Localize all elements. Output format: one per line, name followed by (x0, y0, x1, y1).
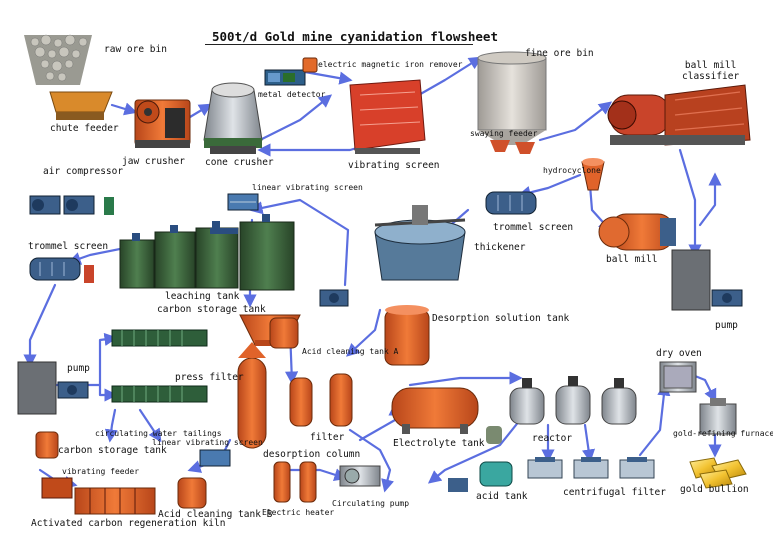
activated-carbon-regeneration-kiln-illustration (41, 477, 156, 515)
label-air-compressor: air compressor (43, 166, 124, 177)
label-ball-mill: ball mill (606, 254, 658, 265)
label-activated-carbon-regeneration-kiln: Activated carbon regeneration kiln (31, 518, 226, 529)
label-leaching-tank: leaching tank (165, 291, 240, 302)
label-electric-magnetic-iron-remover: electric magnetic iron remover (318, 60, 463, 69)
label-trommel-screen-right: trommel screen (493, 222, 574, 233)
label-thickener: thickener (474, 242, 526, 253)
label-press-filter: press filter (175, 372, 244, 383)
label-pump-right: pump (715, 320, 738, 331)
carbon-storage-tank-bottom-illustration (35, 431, 59, 459)
pump-right-illustration (671, 249, 743, 311)
label-gold-bullion: gold bullion (680, 484, 749, 495)
label-acid-tank: acid tank (476, 491, 528, 502)
label-cone-crusher: cone crusher (205, 157, 274, 168)
label-pump-left: pump (67, 363, 90, 374)
label-chute-feeder: chute feeder (50, 123, 119, 134)
label-tailings: tailings (183, 429, 222, 438)
gold-bullion-illustration (689, 457, 747, 489)
gold-refining-furnace-illustration (699, 398, 737, 435)
label-carbon-storage-tank-bottom: carbon storage tank (58, 445, 167, 456)
acid-cleaning-tank-b-illustration (177, 477, 207, 509)
label-swaying-feeder: swaying feeder (470, 129, 538, 138)
label-jaw-crusher: jaw crusher (122, 156, 185, 167)
electrolyte-tank-illustration (391, 387, 479, 434)
tailings-box-illustration (17, 361, 57, 415)
label-electrolyte-tank: Electrolyte tank (393, 438, 485, 449)
label-fine-ore-bin: fine ore bin (525, 48, 594, 59)
thickener-illustration (374, 205, 466, 281)
desorption-column-illustration (237, 342, 267, 449)
hydrocyclone-illustration (581, 158, 605, 191)
chute-feeder-illustration (49, 91, 113, 120)
press-filter-illustration (111, 329, 208, 403)
electric-heater-illustration (273, 461, 317, 503)
acid-cleaning-tank-a-illustration (269, 317, 299, 349)
swaying-feeder-illustration (490, 140, 535, 154)
label-trommel-screen-left: trommel screen (28, 241, 109, 252)
trommel-screen-left-illustration (29, 257, 94, 283)
pump-left-illustration (57, 381, 89, 399)
title-underline (205, 44, 473, 45)
ball-mill-classifier-illustration (607, 84, 751, 146)
fine-ore-bin-illustration (477, 51, 547, 145)
label-dry-oven: dry oven (656, 348, 702, 359)
label-filter: filter (310, 432, 345, 443)
label-reactor: reactor (532, 433, 573, 444)
label-carbon-storage-tank-top: carbon storage tank (157, 304, 266, 315)
metal-detector-illustration (264, 69, 306, 86)
label-centrifugal-filter: centrifugal filter (563, 487, 666, 498)
jaw-crusher-illustration (134, 99, 191, 148)
label-linear-vibrating-screen-top: linear vibrating screen (252, 183, 363, 192)
desorption-solution-tank-illustration (384, 305, 430, 366)
air-compressor-illustration (29, 195, 114, 215)
dry-oven-illustration (659, 361, 697, 393)
label-hydrocyclone: hydrocyclone (543, 166, 601, 175)
vibrating-screen-illustration (349, 79, 426, 154)
pump-center-illustration (319, 289, 349, 307)
linear-vibrating-screen-bottom-illustration (199, 449, 231, 467)
trommel-screen-right-illustration (485, 191, 537, 215)
leaching-tank-illustration (119, 214, 295, 291)
filter-illustration (289, 373, 353, 427)
label-acid-cleaning-tank-b: Acid cleaning tank B (158, 509, 273, 520)
reactor-illustration (509, 376, 637, 425)
label-vibrating-feeder: vibrating feeder (62, 467, 140, 476)
label-desorption-solution-tank: Desorption solution tank (432, 313, 570, 324)
acid-tank-illustration (448, 426, 513, 492)
label-gold-refining-furnace: gold-refining furnace (673, 429, 773, 438)
cone-crusher-illustration (203, 82, 263, 154)
label-raw-ore-bin: raw ore bin (104, 44, 167, 55)
circulating-pump-illustration (339, 465, 381, 487)
label-electric-heater: Electric heater (262, 508, 335, 517)
label-desorption-column: desorption column (263, 449, 361, 460)
ball-mill-illustration (598, 213, 676, 251)
label-ball-mill-classifier: ball mill classifier (682, 60, 740, 82)
linear-vibrating-screen-top-illustration (227, 193, 259, 211)
label-metal-detector: metal detector (258, 90, 326, 99)
electric-magnetic-iron-remover-illustration (302, 57, 318, 73)
diagram-title: 500t/d Gold mine cyanidation flowsheet (212, 29, 498, 44)
label-circulating-water: circulating water (95, 429, 177, 438)
raw-ore-bin-illustration (24, 34, 92, 85)
centrifugal-filter-illustration (527, 457, 655, 479)
label-linear-vibrating-screen-bottom: linear vibrating screen (152, 438, 263, 447)
label-vibrating-screen: vibrating screen (348, 160, 440, 171)
label-acid-cleaning-tank-a: Acid cleaning tank A (302, 347, 399, 356)
label-circulating-pump: Circulating pump (332, 499, 410, 508)
